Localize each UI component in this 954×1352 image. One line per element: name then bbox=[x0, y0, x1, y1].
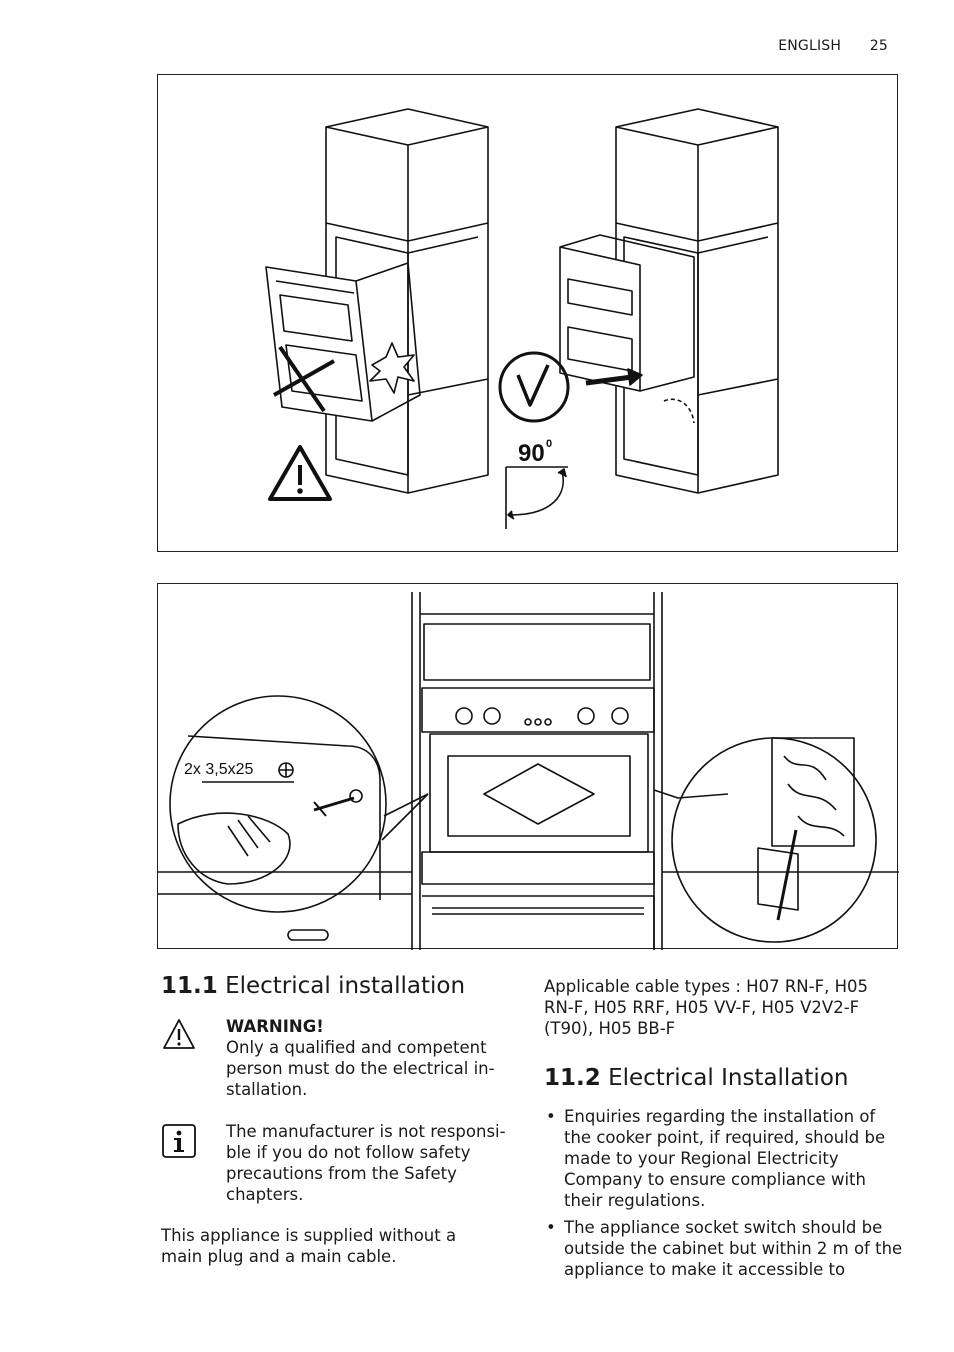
screw-label: 2x 3,5x25 bbox=[184, 761, 253, 778]
figure-oven-insertion: 90 0 bbox=[157, 74, 898, 552]
check-circle-icon bbox=[498, 351, 570, 423]
section-11-2: 11.2 Electrical Installation Enquiries r… bbox=[544, 1064, 904, 1286]
left-cabinet-illustration bbox=[265, 108, 489, 494]
section-11-1-number: 11.1 bbox=[161, 973, 218, 999]
right-cabinet-illustration bbox=[559, 108, 779, 494]
section-11-2-title: Electrical Installation bbox=[608, 1065, 849, 1091]
list-item: The appliance socket switch should be ou… bbox=[544, 1217, 904, 1280]
info-note: The manufacturer is not responsi-ble if … bbox=[161, 1121, 521, 1211]
handle-shape bbox=[287, 929, 329, 941]
bracket-magnifier bbox=[653, 737, 877, 943]
warning-note: WARNING! Only a qualified and competent … bbox=[161, 1016, 521, 1106]
angle-indicator bbox=[505, 466, 568, 529]
angle-sup: 0 bbox=[546, 438, 552, 450]
angle-label: 90 bbox=[518, 440, 545, 467]
cable-types-text: Applicable cable types : H07 RN-F, H05 R… bbox=[544, 977, 868, 1038]
left-column: 11.1 Electrical installation bbox=[161, 972, 521, 1000]
warning-title: WARNING! bbox=[226, 1017, 324, 1036]
page-header: ENGLISH 25 bbox=[754, 38, 888, 54]
section-11-2-heading: 11.2 Electrical Installation bbox=[544, 1064, 904, 1092]
section-11-1-heading: 11.1 Electrical installation bbox=[161, 972, 521, 1000]
warning-triangle-icon bbox=[268, 445, 332, 501]
list-item: Enquiries regarding the installation of … bbox=[544, 1106, 904, 1211]
bullet-list: Enquiries regarding the installation of … bbox=[544, 1106, 904, 1280]
body-text: This appliance is supplied without a mai… bbox=[161, 1226, 457, 1266]
header-page-number: 25 bbox=[869, 38, 888, 54]
section-11-1-title: Electrical installation bbox=[225, 973, 466, 999]
figure-screw-fixing: 2x 3,5x25 bbox=[157, 583, 899, 950]
header-language: ENGLISH bbox=[778, 38, 842, 54]
section-11-2-number: 11.2 bbox=[544, 1065, 601, 1091]
info-icon bbox=[162, 1124, 196, 1158]
cabinet-frame bbox=[411, 592, 663, 950]
phillips-cross bbox=[279, 763, 293, 777]
screw-magnifier bbox=[169, 695, 429, 913]
warning-triangle-icon bbox=[163, 1019, 195, 1049]
warning-text: Only a qualified and competent person mu… bbox=[226, 1038, 495, 1099]
info-text: The manufacturer is not responsi-ble if … bbox=[226, 1122, 506, 1204]
